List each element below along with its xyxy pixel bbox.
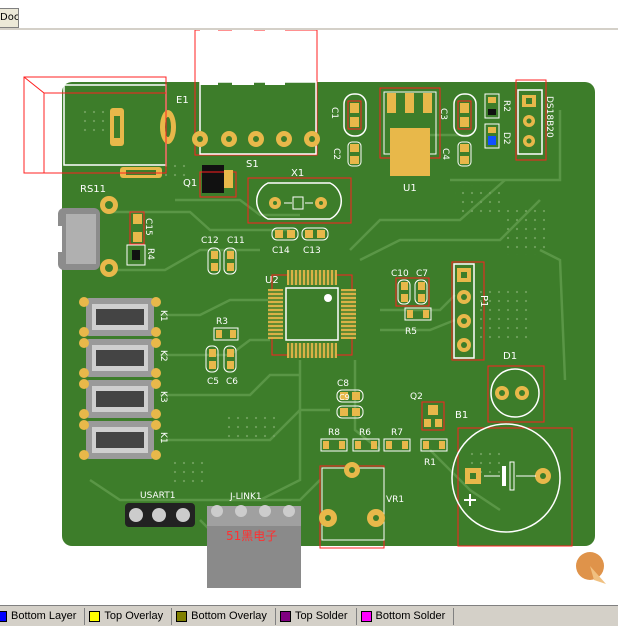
component-u1[interactable]: U1 [379,87,441,194]
label-c4: C4 [440,148,450,160]
component-e1[interactable]: E1 [23,76,189,178]
label-c1: C1 [329,107,339,119]
label-x1: X1 [291,168,304,179]
label-q2: Q2 [410,392,423,402]
component-c14-c13[interactable]: C14 C13 [271,227,329,256]
label-r1: R1 [424,458,436,468]
component-c12-c11[interactable]: C12 C11 [201,236,245,275]
doc-tab[interactable]: Doc [0,8,19,28]
component-c3-c4[interactable]: C3 C4 [438,93,477,167]
label-d2: D2 [501,132,511,145]
layer-color-swatch [279,610,291,622]
component-u2[interactable]: U2 [265,270,356,358]
label-jlink1: J-LINK1 [229,492,262,502]
label-c7: C7 [416,269,428,279]
layer-color-swatch [89,610,101,622]
component-r2-d2[interactable]: R2 D2 [484,93,511,149]
switch-k1-bottom: K1 [79,420,168,460]
component-r8-r6-r7[interactable]: R8 R6 R7 [320,428,411,452]
layer-tab-bar: Bottom Layer Top Overlay Bottom Overlay … [0,605,618,626]
component-c15-r4[interactable]: C15 R4 [126,211,155,266]
component-s1[interactable]: S1 [192,30,320,170]
component-p1[interactable]: P1 [451,261,489,361]
layer-tab-bottom-layer[interactable]: Bottom Layer [0,607,86,625]
label-q1: Q1 [183,178,197,189]
label-c13: C13 [303,246,321,256]
label-c5: C5 [207,377,219,387]
key-switches[interactable]: K1 K2 K3 K1 [79,297,168,460]
label-k3: K3 [158,391,168,403]
label-c10: C10 [391,269,409,279]
component-rs11[interactable]: RS11 [48,184,118,277]
layer-color-swatch [0,610,7,622]
label-s1: S1 [246,159,259,170]
layer-tab-label: Bottom Solder [375,610,446,622]
switch-k1-top: K1 [79,297,168,337]
board-logo-text: 51黑电子 [226,529,277,543]
component-x1[interactable]: X1 [247,168,352,224]
label-r4: R4 [145,248,155,260]
label-c9: C9 [339,393,350,402]
label-p1: P1 [478,295,489,307]
switch-k3: K3 [79,379,168,419]
component-r3-c5-c6[interactable]: R3 C5 C6 [205,317,239,387]
label-u2: U2 [265,275,279,286]
label-c11: C11 [227,236,245,246]
label-c15: C15 [143,218,153,236]
pcb-canvas[interactable]: E1 S1 Q1 X1 RS11 [0,30,618,605]
label-usart1: USART1 [140,491,175,501]
component-b1[interactable]: B1 [451,410,573,547]
component-c10-c7-r5[interactable]: C10 C7 R5 [391,269,432,337]
layer-color-swatch [176,610,188,622]
label-c3: C3 [438,108,448,120]
doc-tab-label: Doc [0,12,19,23]
label-c8: C8 [337,379,349,389]
label-k1-bottom: K1 [158,432,168,444]
label-c6: C6 [226,377,238,387]
component-c1-c2[interactable]: C1 C2 [329,93,367,167]
layer-color-swatch [360,610,372,622]
layer-tab-label: Bottom Layer [11,610,77,622]
label-r5: R5 [405,327,417,337]
component-q1[interactable]: Q1 [183,165,237,198]
layer-tab-label: Bottom Overlay [191,610,267,622]
component-usart1[interactable]: USART1 [125,491,195,527]
label-r3: R3 [216,317,228,327]
component-d1[interactable]: D1 [487,351,545,423]
label-r2: R2 [501,100,511,112]
label-e1: E1 [176,95,189,106]
label-vr1: VR1 [386,495,404,505]
component-vr1[interactable]: VR1 [319,462,404,549]
layer-tab-bottom-overlay[interactable]: Bottom Overlay [172,607,276,625]
label-k1-top: K1 [158,310,168,322]
layer-tab-label: Top Overlay [104,610,164,622]
via-arrays [80,110,545,485]
label-ds18b20: DS18B20 [544,96,554,138]
layer-tab-label: Top Solder [294,610,348,622]
component-q2-r1[interactable]: Q2 R1 [410,392,448,468]
label-r6: R6 [359,428,371,438]
label-u1: U1 [403,183,417,194]
component-c8-c9[interactable]: C8 C9 [336,379,364,419]
switch-k2: K2 [79,338,168,378]
layer-tab-top-solder[interactable]: Top Solder [276,607,357,625]
label-c2: C2 [331,148,341,160]
label-c14: C14 [272,246,290,256]
canvas-top-border [0,28,618,30]
label-r8: R8 [328,428,340,438]
label-r7: R7 [391,428,403,438]
layer-tab-bottom-solder[interactable]: Bottom Solder [357,607,455,625]
label-c12: C12 [201,236,219,246]
component-jlink1[interactable]: J-LINK1 51黑电子 [207,492,301,588]
canvas-corner-marker [576,552,606,584]
layer-tab-top-overlay[interactable]: Top Overlay [85,607,173,625]
label-b1: B1 [455,410,468,421]
component-ds18b20[interactable]: DS18B20 [515,79,554,161]
label-rs11: RS11 [80,184,106,195]
label-d1: D1 [503,351,517,362]
label-k2: K2 [158,350,168,362]
